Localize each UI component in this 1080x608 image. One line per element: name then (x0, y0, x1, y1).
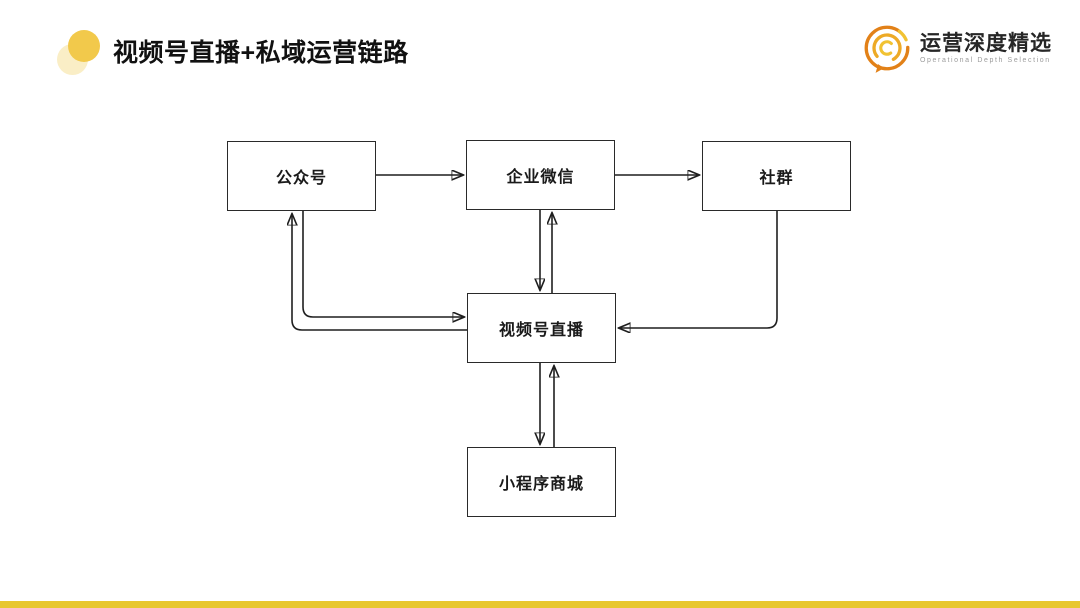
node-label: 小程序商城 (498, 476, 584, 493)
node-miniprogram-mall: 小程序商城 (467, 447, 616, 517)
edge-community-to-live (620, 211, 778, 328)
brand-subtitle: Operational Depth Selection (920, 56, 1051, 64)
page-title: 视频号直播+私域运营链路 (113, 39, 409, 67)
brand-name: 运营深度精选 (920, 31, 1052, 55)
brand-logo-icon (864, 25, 910, 73)
node-official-account: 公众号 (227, 141, 376, 211)
brand-logo: 运营深度精选 Operational Depth Selection (860, 21, 1052, 75)
node-enterprise-wechat: 企业微信 (466, 140, 615, 210)
node-video-live: 视频号直播 (467, 293, 616, 363)
node-label: 企业微信 (506, 169, 575, 186)
edge-official-to-live (302, 211, 463, 317)
node-label: 公众号 (275, 170, 327, 187)
node-label: 视频号直播 (498, 322, 584, 339)
bullet-main-circle (68, 30, 100, 62)
bullet-pale-circle (57, 44, 88, 75)
footer-accent-bar (0, 601, 1080, 608)
node-community: 社群 (702, 141, 851, 211)
edge-live-to-official (292, 215, 467, 331)
node-label: 社群 (759, 170, 794, 187)
